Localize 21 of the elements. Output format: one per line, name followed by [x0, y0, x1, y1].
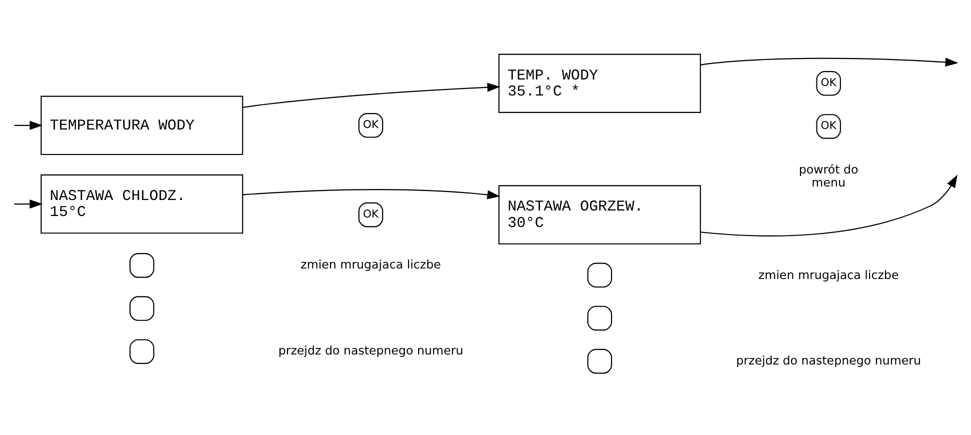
arrow	[14, 200, 43, 209]
arrow	[242, 82, 500, 108]
arrow	[700, 174, 958, 236]
node-box	[130, 253, 154, 278]
node-box: NASTAWA CHLODZ. 15°C	[40, 174, 244, 234]
node-box	[587, 262, 612, 288]
node-box: TEMP. WODY 35.1°C *	[498, 54, 701, 114]
node-box	[130, 296, 154, 321]
node-box	[587, 348, 612, 374]
arrow	[700, 58, 958, 67]
node-box	[587, 306, 612, 331]
node-label: powrót do menu	[798, 162, 858, 190]
node-box: TEMPERATURA WODY	[40, 96, 244, 156]
label: przejdz do nastepnego numeru	[736, 353, 922, 368]
node-box	[130, 339, 154, 364]
label: zmien mrugajaca liczbe	[300, 257, 441, 272]
arrow	[242, 189, 500, 200]
label: zmien mrugajaca liczbe	[758, 268, 899, 282]
label: przejdz do nastepnego numeru	[278, 344, 464, 358]
arrow	[14, 120, 43, 130]
node-box: NASTAWA OGRZEW. 30°C	[498, 185, 701, 244]
